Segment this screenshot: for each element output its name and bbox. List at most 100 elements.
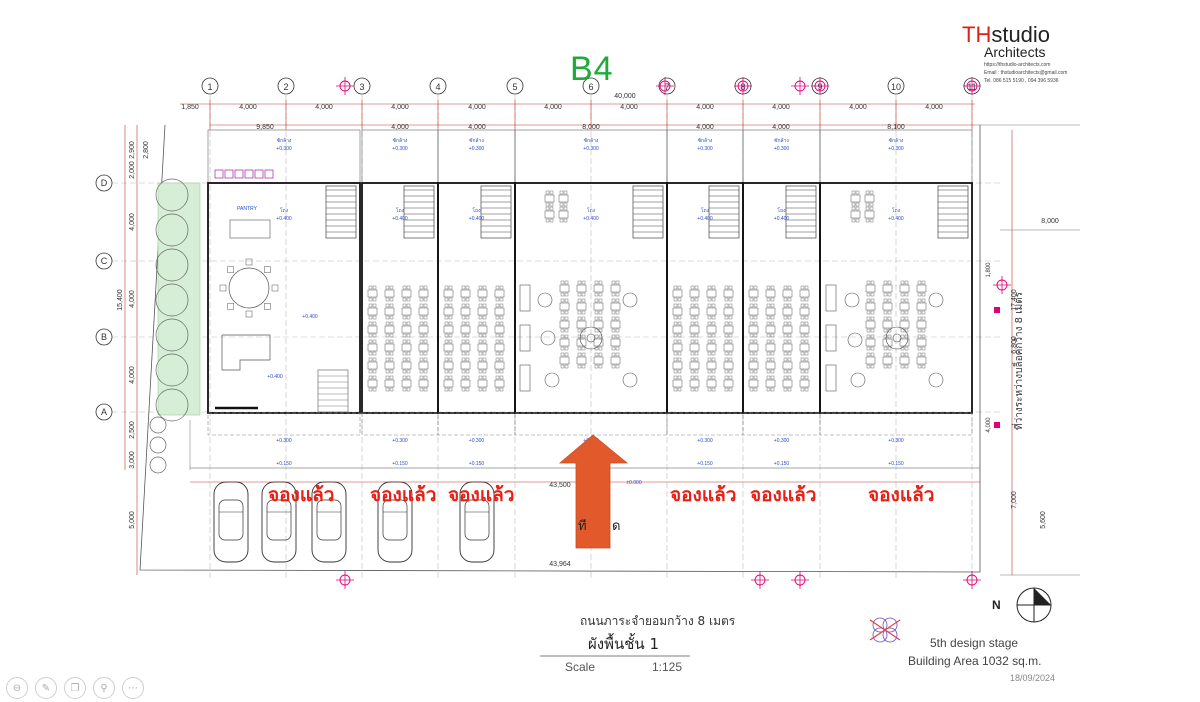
- chair: [917, 364, 922, 369]
- table: [494, 343, 505, 352]
- table: [748, 307, 759, 316]
- chair: [749, 375, 754, 380]
- chair: [389, 333, 394, 338]
- chair: [865, 190, 870, 195]
- chair: [800, 339, 805, 344]
- table: [460, 361, 471, 370]
- chair: [368, 333, 373, 338]
- chair: [917, 292, 922, 297]
- chair: [495, 357, 500, 362]
- chair: [800, 321, 805, 326]
- chair: [866, 292, 871, 297]
- chair: [385, 351, 390, 356]
- chair: [402, 369, 407, 374]
- chair: [402, 321, 407, 326]
- chair: [372, 369, 377, 374]
- table: [672, 343, 683, 352]
- chair: [478, 369, 483, 374]
- chair: [423, 297, 428, 302]
- pen-icon[interactable]: ✎: [35, 677, 57, 699]
- chair: [851, 206, 856, 211]
- table: [782, 361, 793, 370]
- room-label: +0.400: [302, 314, 318, 320]
- chair: [900, 352, 905, 357]
- table: [799, 307, 810, 316]
- dimension-text: 4,000: [129, 290, 136, 308]
- chair: [770, 351, 775, 356]
- chair: [690, 285, 695, 290]
- chair: [495, 375, 500, 380]
- chair: [728, 375, 733, 380]
- chair: [724, 375, 729, 380]
- chair: [677, 297, 682, 302]
- table: [672, 361, 683, 370]
- chair: [598, 364, 603, 369]
- chair: [444, 303, 449, 308]
- dimension-text: 4,000: [772, 124, 790, 131]
- stair: [480, 185, 512, 239]
- table: [765, 379, 776, 388]
- chair: [368, 321, 373, 326]
- dimension-text: 2,500: [129, 421, 136, 439]
- chair: [904, 352, 909, 357]
- room-label: ซักล้าง: [393, 137, 408, 144]
- grid-letter: C: [101, 256, 108, 266]
- chair: [611, 292, 616, 297]
- chair: [419, 315, 424, 320]
- chair: [917, 334, 922, 339]
- chair: [855, 190, 860, 195]
- chair: [560, 316, 565, 321]
- table: [418, 325, 429, 334]
- chair: [372, 375, 377, 380]
- chair: [444, 297, 449, 302]
- chair: [728, 387, 733, 392]
- chair: [728, 303, 733, 308]
- chair: [887, 292, 892, 297]
- table: [384, 361, 395, 370]
- chair: [560, 298, 565, 303]
- sofa: [519, 324, 531, 352]
- chair: [419, 387, 424, 392]
- more-icon[interactable]: ⋯: [122, 677, 144, 699]
- table: [899, 302, 910, 311]
- chair: [581, 280, 586, 285]
- tree: [149, 436, 167, 454]
- dimension-text: 40,000: [614, 93, 636, 100]
- table: [401, 289, 412, 298]
- zoom-out-icon[interactable]: ⊖: [6, 677, 28, 699]
- table: [401, 325, 412, 334]
- chair: [869, 206, 874, 211]
- search-icon[interactable]: ⚲: [93, 677, 115, 699]
- table: [689, 379, 700, 388]
- table: [576, 356, 587, 365]
- chair: [690, 333, 695, 338]
- room-label: PANTRY: [237, 206, 257, 212]
- copy-icon[interactable]: ❐: [64, 677, 86, 699]
- chair: [594, 292, 599, 297]
- table: [689, 343, 700, 352]
- chair: [545, 202, 550, 207]
- chair: [423, 321, 428, 326]
- chair: [724, 387, 729, 392]
- room-label: โถง: [280, 207, 289, 214]
- chair: [564, 346, 569, 351]
- grid-bubble: [95, 328, 113, 346]
- dimension-text: 17,400: [1011, 289, 1018, 311]
- dimension-text: 3,000: [129, 451, 136, 469]
- chair: [448, 285, 453, 290]
- chair: [917, 280, 922, 285]
- chair: [271, 284, 279, 292]
- table: [748, 343, 759, 352]
- chair: [385, 339, 390, 344]
- chair: [887, 352, 892, 357]
- chair: [749, 321, 754, 326]
- chair: [694, 351, 699, 356]
- table: [799, 361, 810, 370]
- chair: [372, 387, 377, 392]
- chair: [883, 292, 888, 297]
- chair: [904, 292, 909, 297]
- chair: [728, 297, 733, 302]
- chair: [921, 328, 926, 333]
- table: [610, 302, 621, 311]
- chair: [560, 328, 565, 333]
